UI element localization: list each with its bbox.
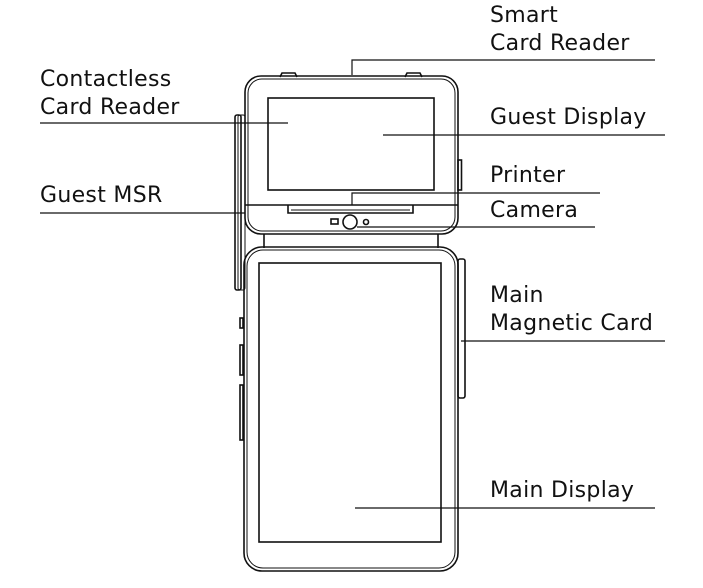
label-guest-msr: Guest MSR (40, 183, 163, 208)
guest-msr-reader (234, 114, 242, 291)
label-camera: Camera (490, 198, 579, 223)
left-button-2 (239, 344, 244, 376)
label-line: Magnetic Card (490, 311, 654, 336)
guest-unit-body (244, 75, 459, 235)
printer-slot (287, 205, 414, 214)
side-button (457, 159, 463, 191)
smart-card-slot-bump-right (404, 72, 423, 78)
leader-lines (40, 59, 665, 509)
left-button-3 (239, 384, 244, 441)
label-contactless-card-reader: Contactless Card Reader (40, 66, 180, 122)
leader-printer (351, 192, 600, 205)
label-printer: Printer (490, 163, 566, 188)
main-display-screen (258, 262, 442, 543)
camera-flash (330, 218, 339, 225)
main-msr-reader (457, 258, 466, 399)
label-main-display: Main Display (490, 478, 635, 503)
left-button-1 (239, 317, 244, 329)
label-line: Main (490, 283, 544, 308)
camera-sensor (362, 218, 370, 226)
label-guest-display: Guest Display (490, 105, 647, 130)
smart-card-slot-bump-left (279, 72, 298, 78)
main-unit-body (243, 246, 459, 572)
camera-lens (342, 214, 358, 230)
label-line: Card Reader (40, 95, 180, 120)
label-line: Contactless (40, 67, 172, 92)
guest-display-screen (267, 97, 435, 191)
leader-smart-card (351, 59, 655, 75)
label-smart-card-reader: Smart Card Reader (490, 2, 630, 58)
label-line: Smart (490, 3, 559, 28)
label-line: Card Reader (490, 31, 630, 56)
label-main-magnetic-card: Main Magnetic Card (490, 282, 653, 338)
